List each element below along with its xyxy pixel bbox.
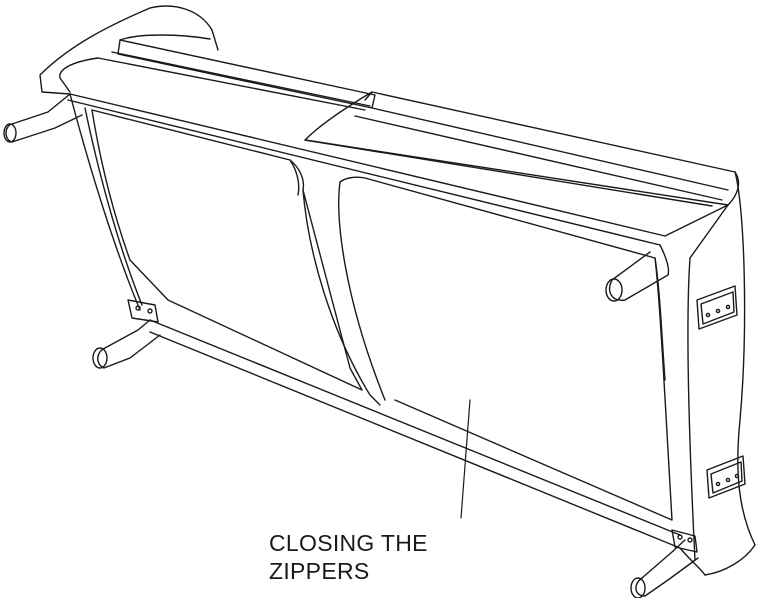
callout-line-2: ZIPPERS bbox=[269, 558, 370, 584]
callout-label: CLOSING THE ZIPPERS bbox=[269, 529, 499, 585]
side-plate-lower bbox=[707, 456, 745, 498]
left-cushion bbox=[118, 40, 375, 108]
side-plate-upper bbox=[697, 286, 737, 329]
top-cushions bbox=[60, 35, 739, 206]
left-panel bbox=[92, 110, 362, 390]
right-cushion bbox=[305, 92, 739, 205]
right-panel bbox=[340, 177, 672, 520]
callout-leader-line bbox=[461, 400, 470, 518]
sofa-frame bbox=[40, 6, 755, 575]
bracket-front-left bbox=[128, 300, 158, 322]
bracket-front-right bbox=[672, 530, 697, 552]
leg-front-left bbox=[98, 320, 160, 368]
back-panels bbox=[92, 110, 672, 520]
callout-line-1: CLOSING THE bbox=[269, 530, 428, 556]
leg-front-right bbox=[636, 540, 698, 596]
side-brackets bbox=[697, 286, 745, 498]
legs bbox=[4, 94, 698, 598]
leg-back-right bbox=[610, 245, 669, 300]
